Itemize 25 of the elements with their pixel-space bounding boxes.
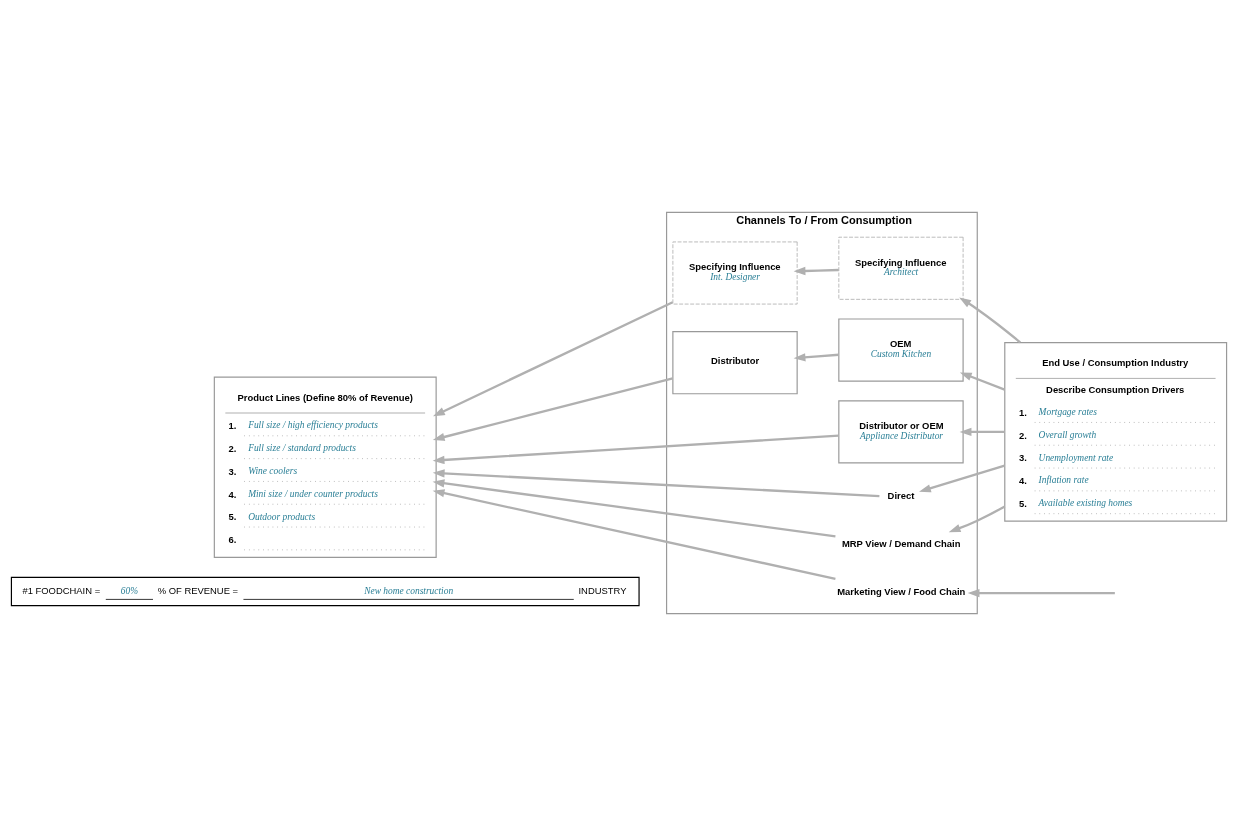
arrow (432, 376, 673, 441)
arrow (919, 464, 1005, 492)
arrow (959, 427, 1005, 436)
arrow (433, 300, 674, 416)
node-box: End Use / Consumption Industry Describe Consumption Drivers 1. Mortgage rates 2. Overall growth 3. Unemployment rate 4. Inflation rate 5. Available existing homes (1004, 341, 1228, 522)
node-box: Product Lines (Define 80% of Revenue) 1. Full size / high efficiency products 2. Full size / standard products 3. Wine coolers 4. Mini size / under counter products 5. Outdoor products 6. (213, 376, 437, 558)
arrow (432, 478, 836, 538)
node-text: Marketing View / Food Chain (837, 585, 966, 597)
arrow (959, 297, 1021, 343)
arrow (793, 266, 839, 275)
arrow (432, 468, 880, 497)
node-box: Distributor (672, 330, 798, 394)
arrow (793, 352, 839, 361)
node-box: Specifying Influence Int. Designer (672, 241, 798, 304)
node-box: OEM Custom Kitchen (838, 317, 964, 382)
arrow (948, 504, 1006, 532)
node-box: Distributor or OEM Appliance Distributor (838, 399, 964, 464)
node-box: Specifying Influence Architect (838, 236, 964, 300)
node-box: #1 FOODCHAIN = 60% % OF REVENUE = New home construction INDUSTRY (10, 576, 640, 606)
arrow (432, 434, 839, 464)
arrow (959, 371, 1005, 391)
node-text: Direct (887, 489, 915, 501)
arrow (967, 588, 1115, 597)
arrow (432, 488, 836, 580)
node-text: MRP View / Demand Chain (841, 537, 961, 549)
